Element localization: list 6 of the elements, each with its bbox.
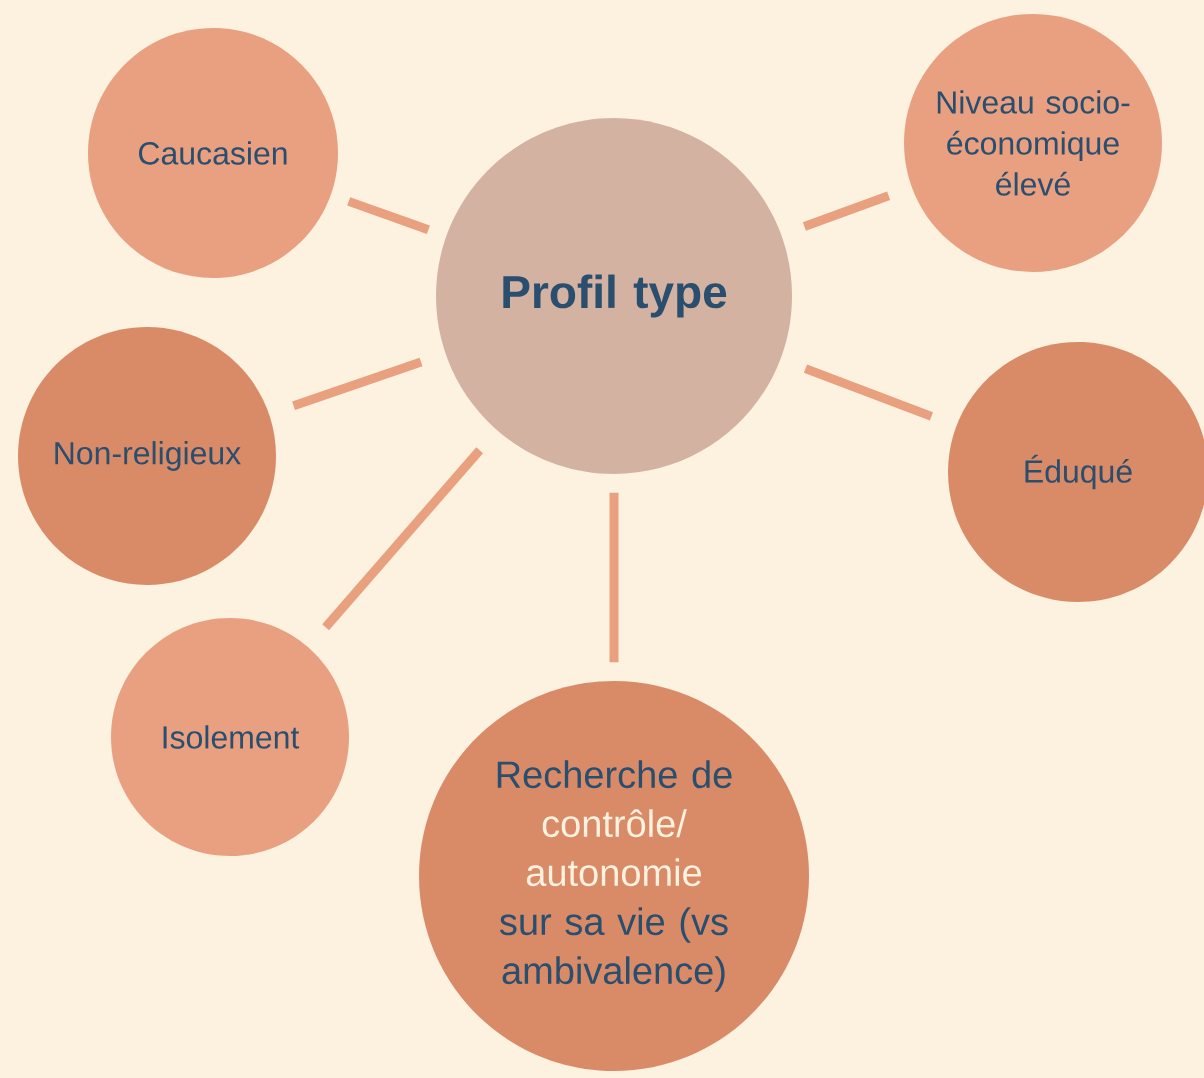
connector-line (803, 364, 933, 421)
connector-line (609, 492, 619, 663)
connector-line (322, 447, 484, 631)
connector-line (292, 357, 423, 410)
connector-line (347, 197, 430, 234)
connector-line (802, 191, 891, 231)
